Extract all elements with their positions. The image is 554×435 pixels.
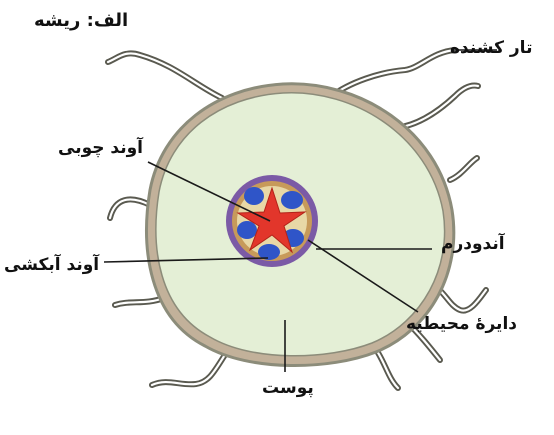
label-cortex: پوست [262, 378, 314, 398]
phloem-patch [244, 187, 264, 205]
diagram-title: الف: ریشه [34, 10, 128, 31]
label-endodermis: آندودرم [441, 234, 505, 254]
root-hair-3 [396, 86, 478, 128]
label-xylem: آوند چوبی [58, 138, 143, 158]
label-phloem: آوند آبکشی [4, 255, 99, 275]
root-hair-2 [330, 50, 455, 97]
phloem-patch [281, 191, 303, 209]
phloem-patch [237, 221, 257, 239]
label-root-hair: تار کشنده [450, 38, 532, 58]
label-pericycle: دایرهٔ محیطیه [406, 314, 517, 334]
root-hair-1 [108, 53, 222, 98]
